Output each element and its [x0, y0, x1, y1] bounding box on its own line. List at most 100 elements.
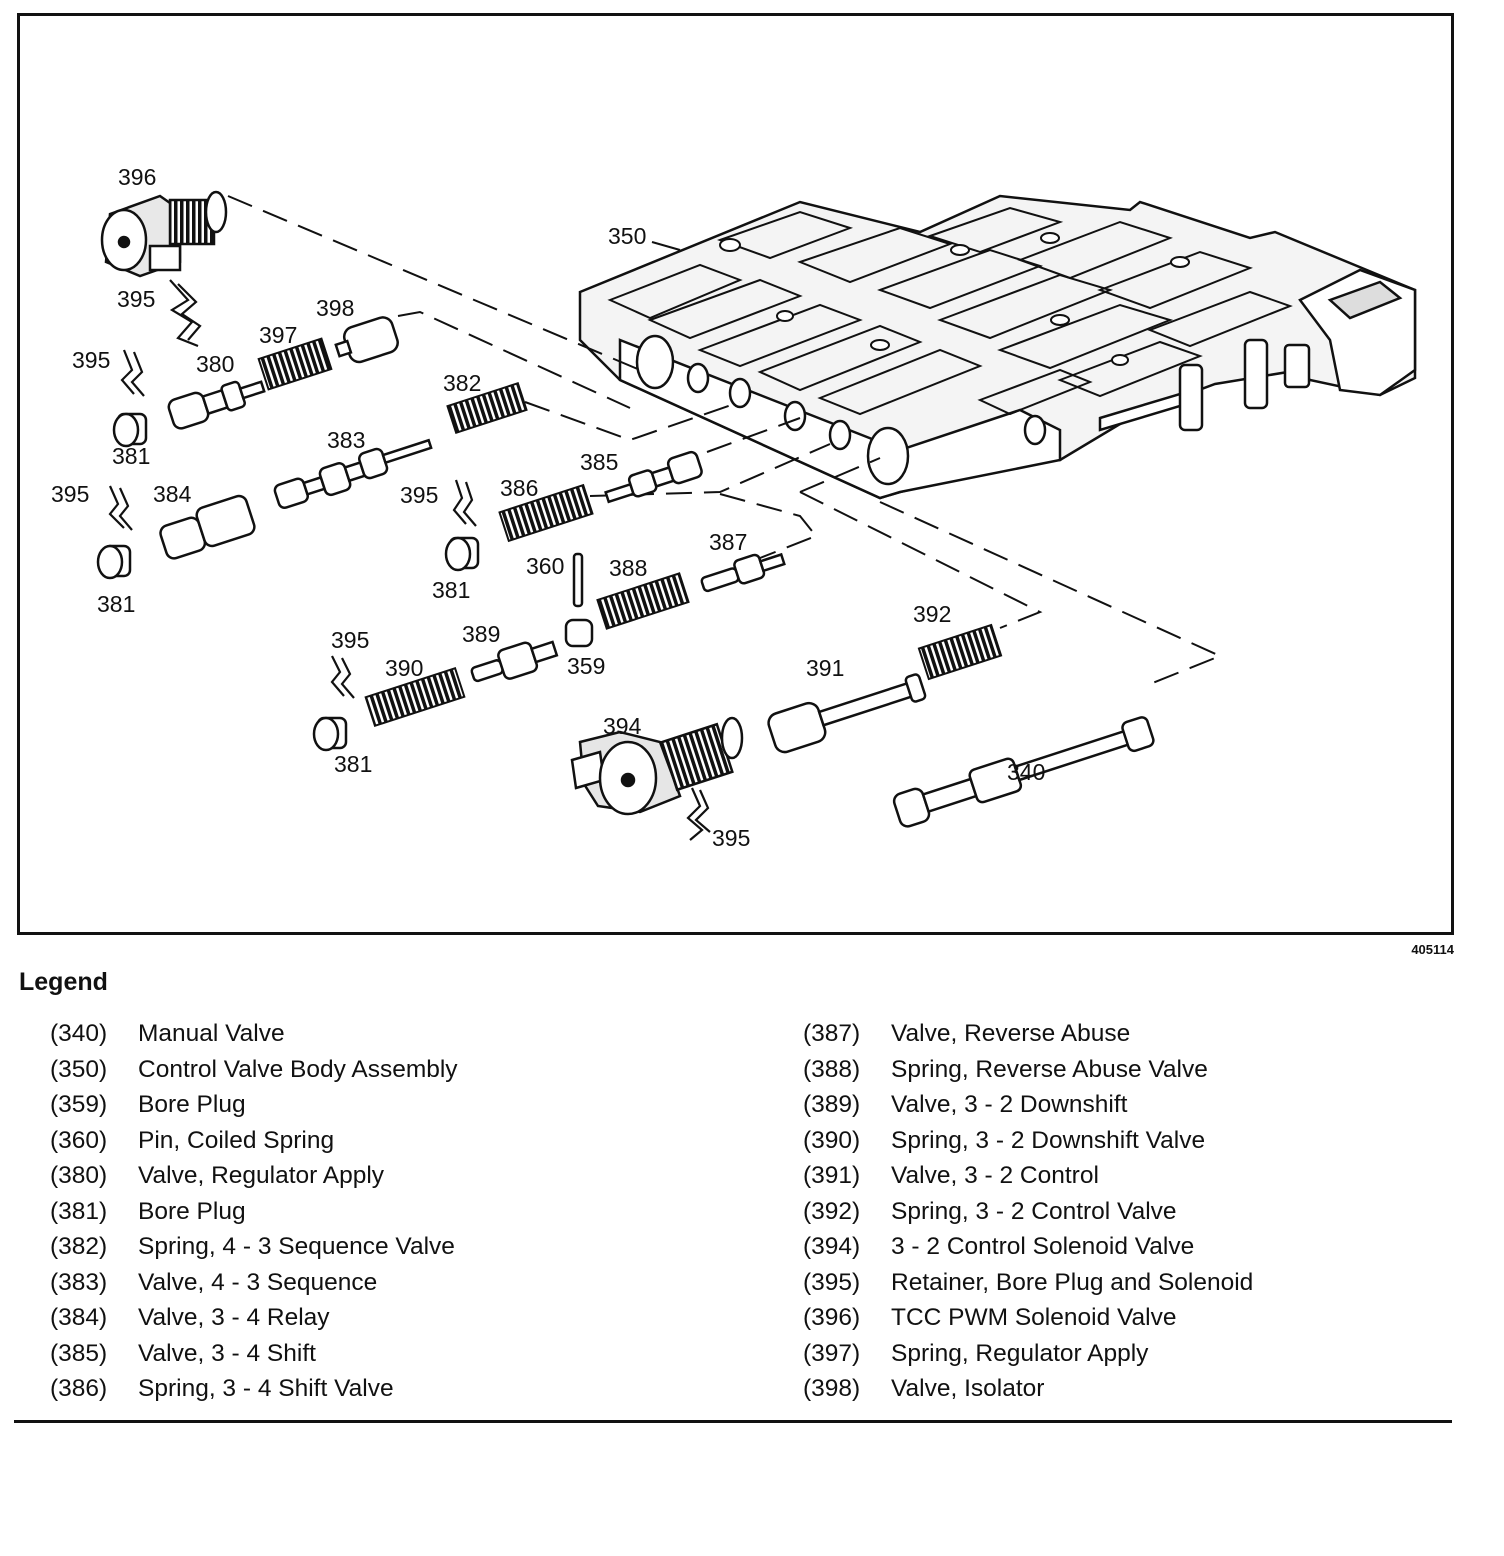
legend-item-number: (359)	[50, 1091, 108, 1118]
tcc-pwm-solenoid-396	[100, 190, 228, 278]
callout-396: 396	[118, 164, 156, 190]
callout-381: 381	[432, 577, 470, 603]
legend-item-number: (385)	[50, 1339, 108, 1367]
legend-item: (386)Spring, 3 - 4 Shift Valve	[50, 1375, 458, 1411]
legend-item-number: (383)	[50, 1268, 108, 1296]
legend-item-number: (387)	[803, 1020, 861, 1047]
legend-item-description: Spring, 4 - 3 Sequence Valve	[138, 1233, 455, 1260]
legend-item-description: Pin, Coiled Spring	[138, 1126, 335, 1154]
callout-395: 395	[331, 627, 369, 653]
legend-item: (383) Valve, 4 - 3 Sequence	[50, 1269, 458, 1305]
legend-title: Legend	[19, 968, 108, 996]
bottom-rule	[14, 1420, 1452, 1423]
legend-item: (350) Control Valve Body Assembly	[50, 1056, 458, 1092]
legend-item-description: Valve, 3 - 2 Control	[891, 1162, 1099, 1189]
legend-item: (394) 3 - 2 Control Solenoid Valve	[803, 1233, 1253, 1269]
legend-item-description: Valve, Regulator Apply	[138, 1162, 385, 1189]
legend-item-description: TCC PWM Solenoid Valve	[891, 1304, 1177, 1331]
springs	[257, 337, 1003, 728]
callout-381: 381	[334, 751, 372, 777]
legend-item-description: Valve, 3 - 4 Shift	[138, 1339, 316, 1367]
callout-384: 384	[153, 481, 192, 507]
callout-350: 350	[608, 223, 646, 249]
legend-item-description: Control Valve Body Assembly	[138, 1055, 458, 1083]
callout-395: 395	[400, 482, 438, 508]
callout-388: 388	[609, 555, 647, 581]
callout-359: 359	[567, 653, 605, 679]
callout-394: 394	[603, 713, 642, 739]
callout-395: 395	[117, 286, 155, 312]
leader-350	[651, 241, 681, 251]
legend-item: (381) Bore Plug	[50, 1198, 458, 1234]
legend-item-number: (394)	[803, 1233, 861, 1260]
legend-item-number: (391)	[803, 1162, 861, 1189]
legend-item-number: (396)	[803, 1304, 861, 1331]
legend-item: (391) Valve, 3 - 2 Control	[803, 1162, 1253, 1198]
callout-360: 360	[526, 553, 564, 579]
callout-391: 391	[806, 655, 844, 681]
legend-item: (382) Spring, 4 - 3 Sequence Valve	[50, 1233, 458, 1269]
legend-item-description: Valve, 3 - 2 Downshift	[891, 1091, 1128, 1118]
legend-item-number: (360)	[50, 1126, 108, 1154]
legend-item-number: (390)	[803, 1126, 861, 1154]
legend-item: (398) Valve, Isolator	[803, 1375, 1253, 1411]
retainer-clips-395	[108, 279, 711, 841]
legend-item: (360) Pin, Coiled Spring	[50, 1127, 458, 1163]
legend-item-number: (389)	[803, 1091, 861, 1118]
legend-item: (340)Manual Valve	[50, 1020, 458, 1056]
legend-item: (385) Valve, 3 - 4 Shift	[50, 1340, 458, 1376]
callout-397: 397	[259, 322, 297, 348]
valves	[159, 316, 1155, 828]
legend-item-description: Retainer, Bore Plug and Solenoid	[891, 1268, 1254, 1296]
callout-387: 387	[709, 529, 747, 555]
callout-380: 380	[196, 351, 234, 377]
legend-item-description: Valve, 4 - 3 Sequence	[138, 1268, 378, 1296]
callout-385: 385	[580, 449, 618, 475]
callout-395: 395	[712, 825, 750, 851]
legend-item-description: Bore Plug	[138, 1091, 246, 1118]
legend-item-number: (381)	[50, 1197, 108, 1225]
diagram-frame	[17, 13, 1454, 935]
legend-item: (397) Spring, Regulator Apply	[803, 1340, 1253, 1376]
legend-item-description: Valve, 3 - 4 Relay	[138, 1304, 330, 1331]
legend-item: (384)Valve, 3 - 4 Relay	[50, 1304, 458, 1340]
callout-labels: 396 395 398 397 380 395 381 350 382 383 …	[51, 164, 1045, 851]
legend-item: (389) Valve, 3 - 2 Downshift	[803, 1091, 1253, 1127]
legend-item: (392) Spring, 3 - 2 Control Valve	[803, 1198, 1253, 1234]
legend-item: (396) TCC PWM Solenoid Valve	[803, 1304, 1253, 1340]
legend-item: (388) Spring, Reverse Abuse Valve	[803, 1056, 1253, 1092]
legend-item-number: (388)	[803, 1055, 861, 1083]
callout-395: 395	[51, 481, 89, 507]
legend-item-description: Bore Plug	[138, 1197, 246, 1225]
legend-item-description: Spring, 3 - 2 Control Valve	[891, 1197, 1177, 1225]
legend-item-description: Valve, Isolator	[891, 1375, 1045, 1402]
legend-item-number: (380)	[50, 1162, 108, 1189]
control-solenoid-394	[570, 716, 744, 816]
legend-item-description: Valve, Reverse Abuse	[891, 1020, 1131, 1047]
legend-item-number: (392)	[803, 1197, 861, 1225]
bore-plugs-381	[96, 412, 480, 752]
callout-386: 386	[500, 475, 538, 501]
legend-item: (380) Valve, Regulator Apply	[50, 1162, 458, 1198]
legend-item: (387) Valve, Reverse Abuse	[803, 1020, 1253, 1056]
legend-item-description: Spring, 3 - 2 Downshift Valve	[891, 1126, 1206, 1154]
legend-item-number: (395)	[803, 1268, 861, 1296]
legend-item-description: 3 - 2 Control Solenoid Valve	[891, 1233, 1195, 1260]
callout-382: 382	[443, 370, 481, 396]
legend-item-description: Spring, Regulator Apply	[891, 1339, 1149, 1367]
callout-398: 398	[316, 295, 354, 321]
legend-item-description: Spring, 3 - 4 Shift Valve	[138, 1375, 394, 1402]
legend-item-description: Spring, Reverse Abuse Valve	[891, 1055, 1208, 1083]
legend-item-number: (350)	[50, 1055, 108, 1083]
legend-right-column: (387) Valve, Reverse Abuse (388) Spring, Re…	[803, 1020, 1253, 1411]
callout-390: 390	[385, 655, 423, 681]
exploded-view-diagram: 396 395 398 397 380 395 381 350 382 383 …	[51, 164, 1417, 851]
legend-item-number: (398)	[803, 1375, 861, 1402]
legend-item-number: (382)	[50, 1233, 108, 1260]
legend-item-description: Manual Valve	[138, 1020, 285, 1047]
control-valve-body	[578, 194, 1417, 500]
legend-item: (359) Bore Plug	[50, 1091, 458, 1127]
legend-item-number: (397)	[803, 1339, 861, 1367]
legend-item: (390) Spring, 3 - 2 Downshift Valve	[803, 1127, 1253, 1163]
callout-383: 383	[327, 427, 365, 453]
